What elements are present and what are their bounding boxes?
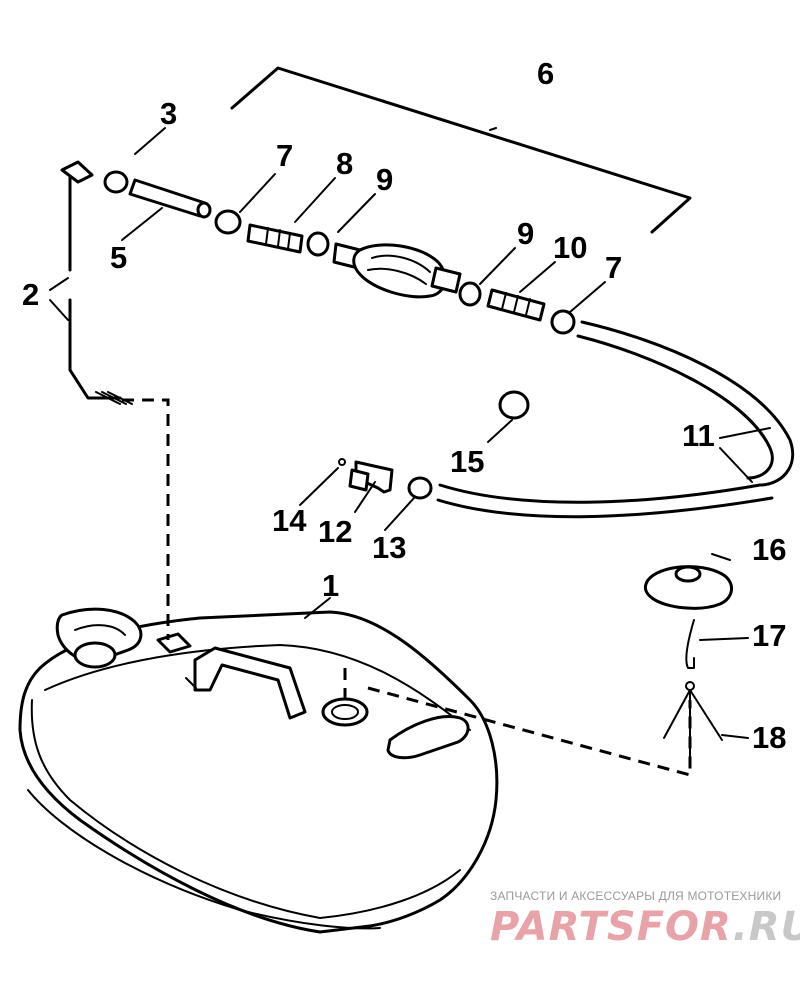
- clamp: [103, 170, 129, 194]
- callout-3: 3: [160, 96, 177, 131]
- callout-13: 13: [372, 530, 406, 565]
- callout-6: 6: [537, 56, 554, 91]
- callout-16: 16: [752, 532, 786, 567]
- callout-12: 12: [318, 514, 352, 549]
- nut: [498, 390, 530, 420]
- watermark-tagline: ЗАПЧАСТИ И АКСЕССУАРЫ ДЛЯ МОТОТЕХНИКИ: [490, 889, 782, 903]
- callout-7-left: 7: [276, 138, 293, 173]
- hook: [685, 619, 695, 669]
- callout-2: 2: [22, 277, 39, 312]
- callout-1: 1: [322, 568, 339, 603]
- watermark-logo-suffix: .RU: [732, 904, 800, 950]
- hose-short: [128, 178, 212, 219]
- check-valve-right: [458, 281, 482, 307]
- callout-5: 5: [110, 240, 127, 275]
- retainer-chain: [663, 681, 723, 761]
- callout-9-left: 9: [376, 162, 393, 197]
- pickup-tube: [60, 160, 133, 405]
- clamp-left: [214, 209, 242, 235]
- fuel-tank: [18, 607, 499, 934]
- callout-11: 11: [682, 418, 715, 453]
- callout-labels: 1 2 3 5 6 7 7 8 9 9 10 11 12 13 14 15 16…: [22, 56, 786, 755]
- check-valve-left: [306, 231, 330, 257]
- callout-17: 17: [752, 618, 786, 653]
- callout-10: 10: [553, 230, 587, 265]
- primer-bulb: [332, 242, 462, 299]
- connector-left: [246, 223, 304, 254]
- callout-18: 18: [752, 720, 786, 755]
- guide-line-pickup: [122, 398, 170, 640]
- filler-cap: [643, 565, 733, 610]
- callout-14: 14: [272, 503, 307, 538]
- connector-tank: [338, 458, 394, 494]
- callout-9-right: 9: [517, 216, 534, 251]
- watermark-logo-main: PARTSFOR: [490, 904, 733, 950]
- connector-right: [486, 288, 546, 322]
- watermark-logo: PARTSFOR.RU: [490, 904, 800, 950]
- callout-7-right: 7: [605, 250, 622, 285]
- clamp-tank: [407, 476, 433, 500]
- guide-line-filler: [343, 668, 692, 777]
- callout-15: 15: [450, 444, 484, 479]
- callout-8: 8: [336, 146, 353, 181]
- clamp-right: [550, 309, 576, 335]
- fuel-hose-long: [436, 320, 795, 519]
- group-bracket-6: [230, 66, 692, 234]
- leader-lines: [49, 127, 771, 739]
